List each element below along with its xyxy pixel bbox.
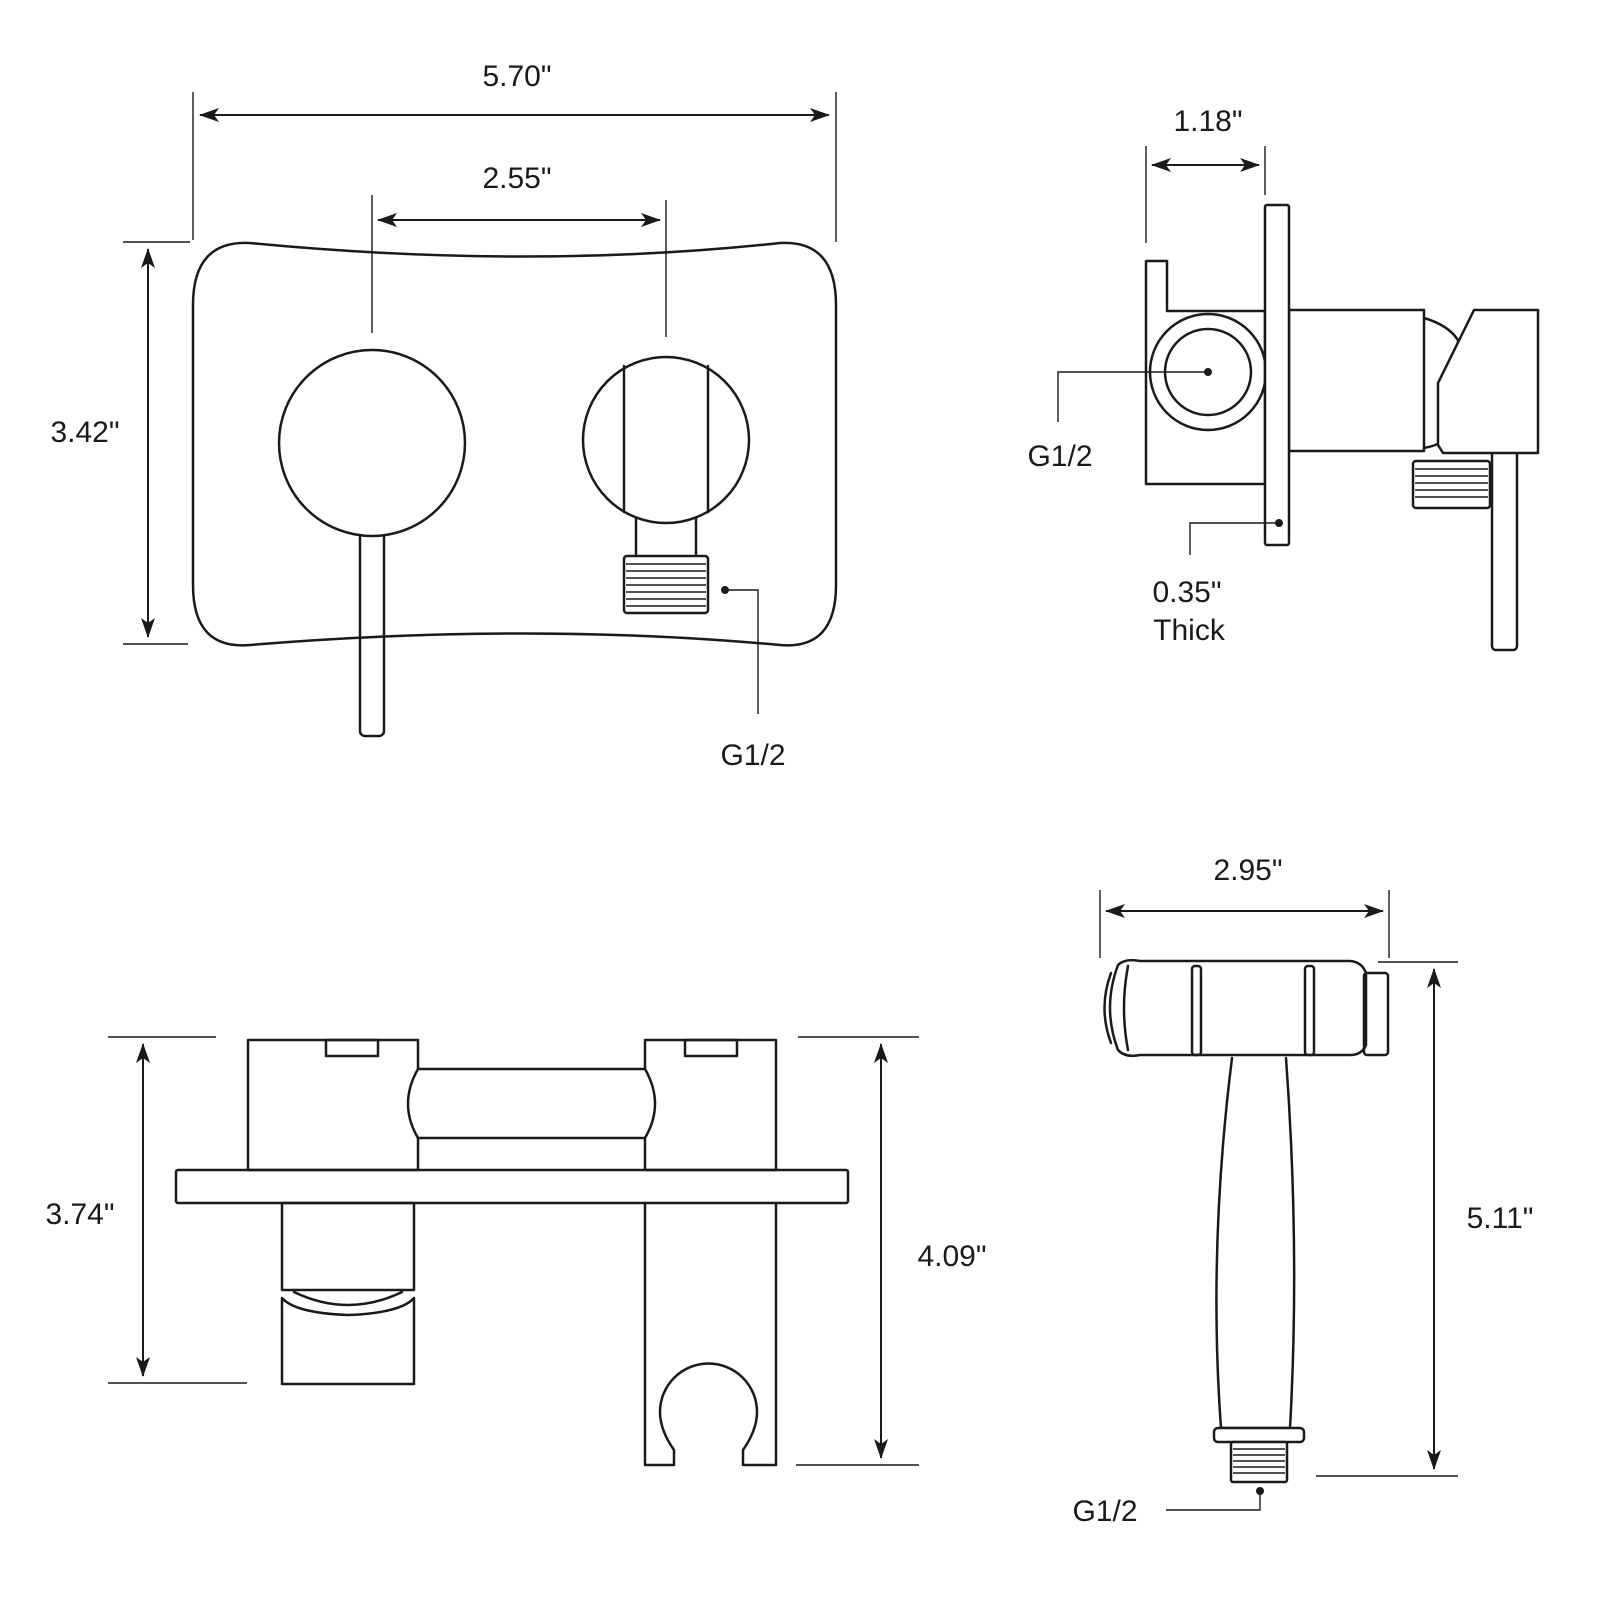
valve-block (246, 1038, 420, 1172)
sprayer-handle (1215, 1056, 1296, 1430)
bottom-plate (174, 1168, 850, 1205)
inlet-leader-line (1057, 371, 1208, 422)
hand-shower-holder (643, 1201, 778, 1467)
thread-leader-line (725, 589, 759, 714)
sprayer-back-ring (1103, 971, 1113, 1045)
side-lever (1490, 438, 1519, 652)
thickness-leader-line (1189, 522, 1279, 555)
outlet-elbow (581, 355, 751, 615)
front-width-label: 5.70" (482, 60, 551, 93)
side-handle-block (1436, 308, 1540, 455)
sprayer-thread-leader-line (1166, 1491, 1261, 1511)
connecting-pipe (406, 1067, 657, 1140)
valve-cylinder (1287, 308, 1426, 453)
outlet-block (643, 1038, 778, 1172)
bottom-left-height-label: 3.74" (45, 1198, 114, 1231)
side-view: 1.18" G1/2 0.35" Thick (1027, 105, 1540, 652)
front-spacing-label: 2.55" (482, 162, 551, 195)
side-plate (1263, 203, 1291, 547)
wall-plate (191, 241, 838, 647)
outlet-block-slot (683, 1038, 739, 1058)
valve-block-slot (324, 1038, 380, 1058)
lever-handle (358, 526, 386, 738)
side-thread-connector (1411, 459, 1492, 510)
side-thickness-label: 0.35" (1152, 576, 1221, 609)
sprayer-nozzle-cap (1362, 971, 1390, 1057)
lever-profile (280, 1296, 416, 1386)
lever-profile-curve (292, 1290, 404, 1307)
sprayer-back-ridge (1122, 964, 1130, 1052)
bottom-view: 3.74" 4.09" (45, 1036, 987, 1467)
valve-stem (280, 1201, 416, 1292)
front-thread-label: G1/2 (720, 739, 785, 772)
sprayer-thread (1229, 1440, 1289, 1484)
sprayer-height-label: 5.11" (1467, 1202, 1534, 1235)
front-view: 5.70" 2.55" 3.42" (50, 60, 838, 772)
side-depth-label: 1.18" (1173, 105, 1242, 138)
sprayer-band-2 (1303, 964, 1316, 1057)
sprayer-head (1108, 958, 1368, 1058)
sprayer-collar (1212, 1426, 1306, 1444)
side-inlet-label: G1/2 (1027, 440, 1092, 473)
sprayer-view: 2.95" 5.11" G1/2 (1072, 854, 1533, 1528)
front-height-label: 3.42" (50, 416, 119, 449)
sprayer-thread-label: G1/2 (1072, 1495, 1137, 1528)
side-thickness-label-2: Thick (1153, 614, 1226, 647)
sprayer-width-label: 2.95" (1213, 854, 1282, 887)
bottom-right-height-label: 4.09" (917, 1240, 986, 1273)
valve-knob (277, 348, 467, 538)
sprayer-band-1 (1190, 964, 1203, 1057)
